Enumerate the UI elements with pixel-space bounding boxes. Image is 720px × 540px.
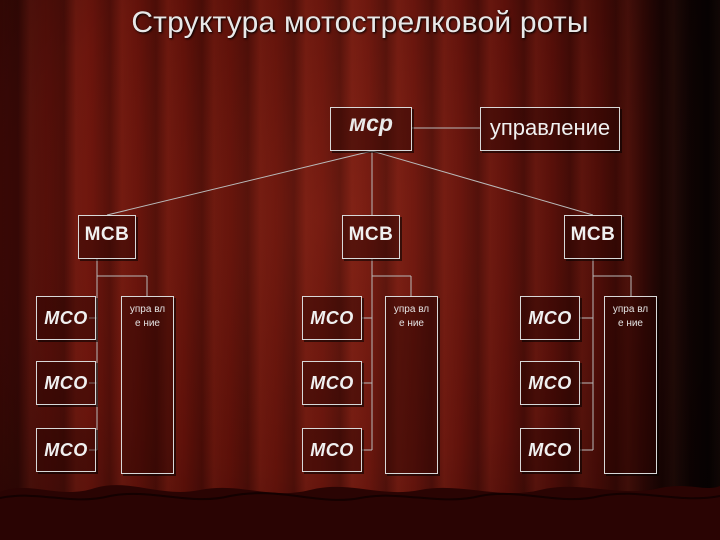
battalion-management-label: упра вле ние [393,304,430,329]
company-management-box: управление [480,107,620,151]
squad-label: МСО [528,308,572,328]
battalion-box-3: МСВ [564,215,622,259]
slide-title: Структура мотострелковой роты [131,6,589,39]
battalion-box-2: МСВ [342,215,400,259]
connectors-battalion-2 [362,259,412,451]
battalion-box-1: МСВ [78,215,136,259]
battalion-management-box-3: упра вле ние [604,296,657,474]
squad-label: МСО [44,373,88,393]
company-management-label: управление [489,115,611,140]
stage-floor [0,485,720,540]
battalion-management-box-1: упра вле ние [121,296,174,474]
connector-company-right [371,150,594,216]
company-label: мср [349,110,393,136]
connectors-battalion-3 [580,259,632,451]
squad-box: МСО [520,361,580,405]
squad-box: МСО [302,428,362,472]
squad-box: МСО [36,428,96,472]
battalion-management-box-2: упра вле ние [385,296,438,474]
squad-label: МСО [44,308,88,328]
squad-label: МСО [310,308,354,328]
squad-label: МСО [528,373,572,393]
battalion-management-label: упра вле ние [129,304,166,329]
company-box: мср [330,107,412,151]
squad-box: МСО [36,361,96,405]
squad-label: МСО [310,440,354,460]
squad-box: МСО [302,361,362,405]
squad-box: МСО [302,296,362,340]
squad-box: МСО [36,296,96,340]
battalion-label: МСВ [84,224,130,245]
squad-label: МСО [310,373,354,393]
battalion-label: МСВ [570,224,616,245]
squad-box: МСО [520,296,580,340]
connector-company-left [106,150,373,216]
squad-label: МСО [44,440,88,460]
battalion-label: МСВ [348,224,394,245]
squad-box: МСО [520,428,580,472]
battalion-management-label: упра вле ние [612,304,649,329]
squad-label: МСО [528,440,572,460]
